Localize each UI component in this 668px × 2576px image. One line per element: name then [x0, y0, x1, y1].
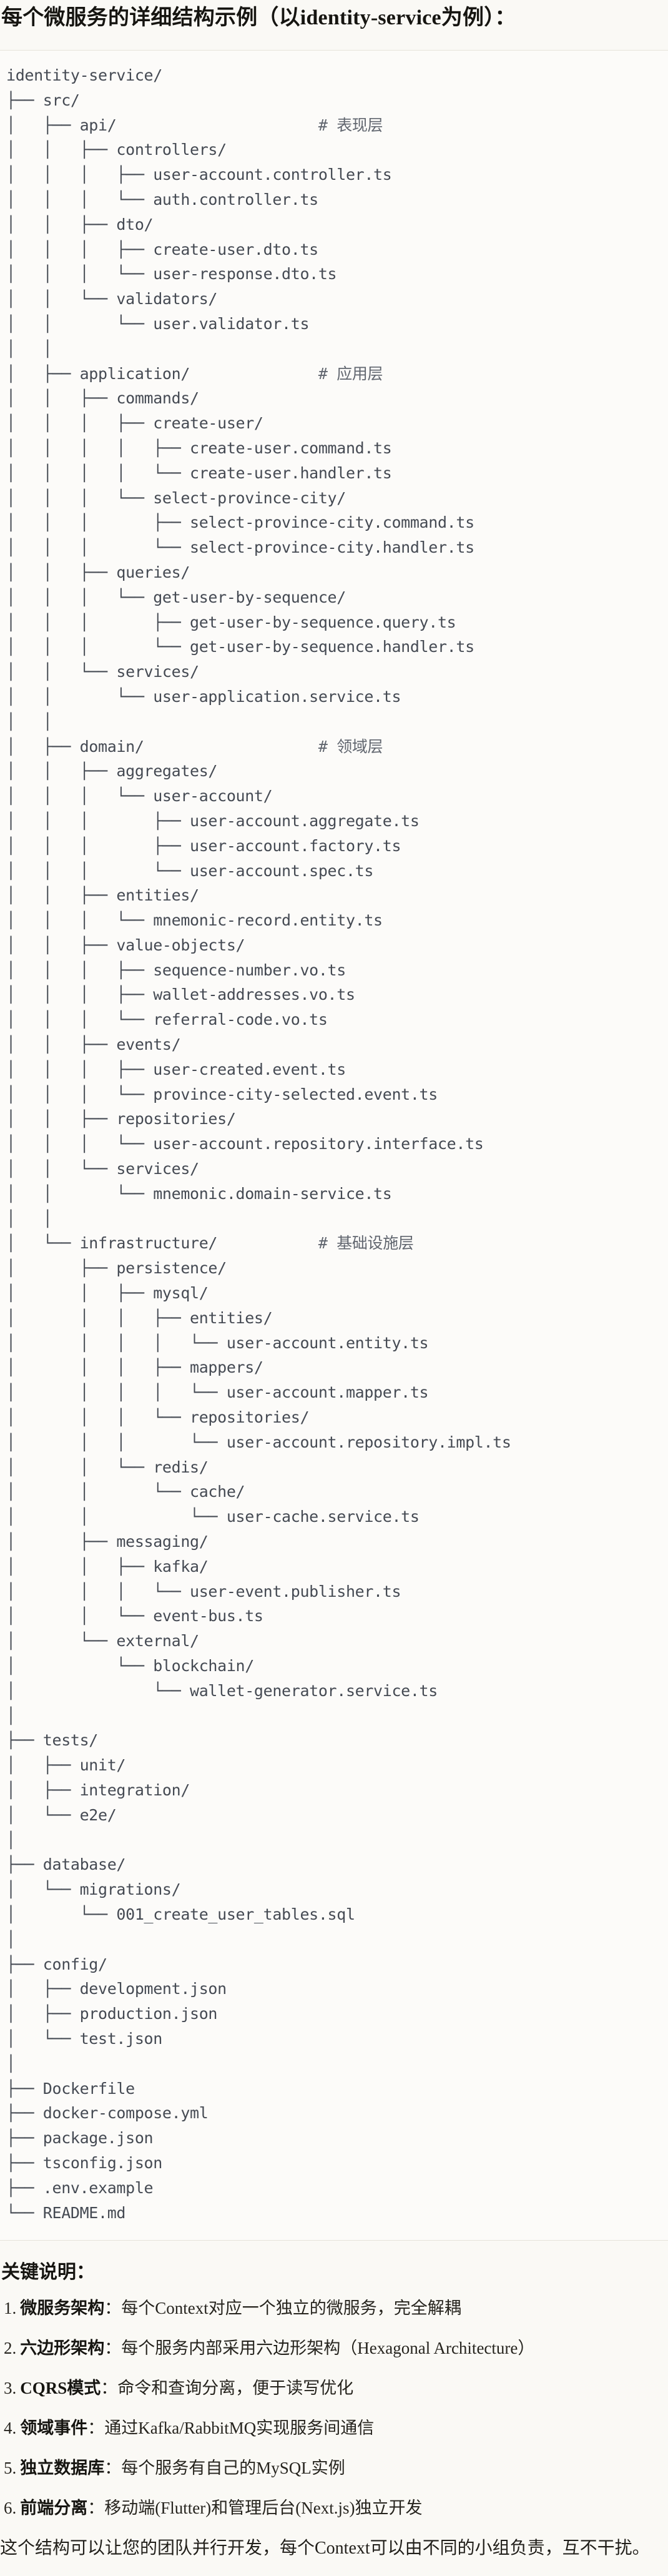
note-text: 每个服务内部采用六边形架构（Hexagonal Architecture）	[121, 2339, 535, 2358]
note-item: 5.独立数据库：每个服务有自己的MySQL实例	[4, 2458, 668, 2478]
layer-comment: # 应用层	[318, 364, 383, 383]
note-label: 前端分离	[20, 2499, 88, 2518]
note-label: 独立数据库	[20, 2459, 105, 2478]
note-text: 命令和查询分离，便于读写优化	[117, 2379, 354, 2398]
note-separator: ：	[87, 2499, 105, 2518]
layer-comment: # 领域层	[318, 737, 383, 756]
layer-comment: # 表现层	[318, 116, 383, 134]
note-number: 3.	[4, 2379, 17, 2398]
note-separator: ：	[87, 2419, 105, 2438]
layer-comment: # 基础设施层	[318, 1234, 414, 1253]
page-title: 每个微服务的详细结构示例（以identity-service为例）：	[1, 6, 516, 29]
note-text: 每个服务有自己的MySQL实例	[121, 2459, 345, 2478]
note-label: 六边形架构	[20, 2339, 105, 2358]
note-separator: ：	[104, 2299, 122, 2318]
note-item: 4.领域事件：通过Kafka/RabbitMQ实现服务间通信	[4, 2418, 668, 2438]
note-item: 6.前端分离：移动端(Flutter)和管理后台(Next.js)独立开发	[4, 2498, 668, 2518]
note-item: 1.微服务架构：每个Context对应一个独立的微服务，完全解耦	[4, 2298, 668, 2318]
code-block: identity-service/ ├── src/ │ ├── api/ # …	[0, 50, 668, 2241]
note-label: CQRS模式	[20, 2379, 101, 2398]
note-separator: ：	[101, 2379, 118, 2398]
note-text: 移动端(Flutter)和管理后台(Next.js)独立开发	[104, 2499, 423, 2518]
document-body: 每个微服务的详细结构示例（以identity-service为例）： ident…	[0, 5, 668, 2559]
note-label: 微服务架构	[20, 2299, 105, 2318]
directory-tree: identity-service/ ├── src/ │ ├── api/ # …	[6, 66, 511, 2222]
note-separator: ：	[104, 2339, 122, 2358]
note-number: 5.	[4, 2459, 17, 2478]
notes-heading: 关键说明：	[1, 2262, 95, 2283]
note-number: 2.	[4, 2339, 17, 2358]
note-text: 通过Kafka/RabbitMQ实现服务间通信	[104, 2419, 375, 2438]
note-item: 3.CQRS模式：命令和查询分离，便于读写优化	[4, 2378, 668, 2398]
note-text: 每个Context对应一个独立的微服务，完全解耦	[121, 2299, 461, 2318]
note-number: 6.	[4, 2499, 17, 2518]
note-separator: ：	[104, 2459, 122, 2478]
notes-list: 1.微服务架构：每个Context对应一个独立的微服务，完全解耦 2.六边形架构…	[0, 2298, 668, 2518]
note-item: 2.六边形架构：每个服务内部采用六边形架构（Hexagonal Architec…	[4, 2338, 668, 2358]
note-number: 1.	[4, 2299, 17, 2318]
closing-paragraph: 这个结构可以让您的团队并行开发，每个Context可以由不同的小组负责，互不干扰…	[0, 2539, 650, 2559]
note-number: 4.	[4, 2419, 17, 2438]
note-label: 领域事件	[20, 2419, 88, 2438]
